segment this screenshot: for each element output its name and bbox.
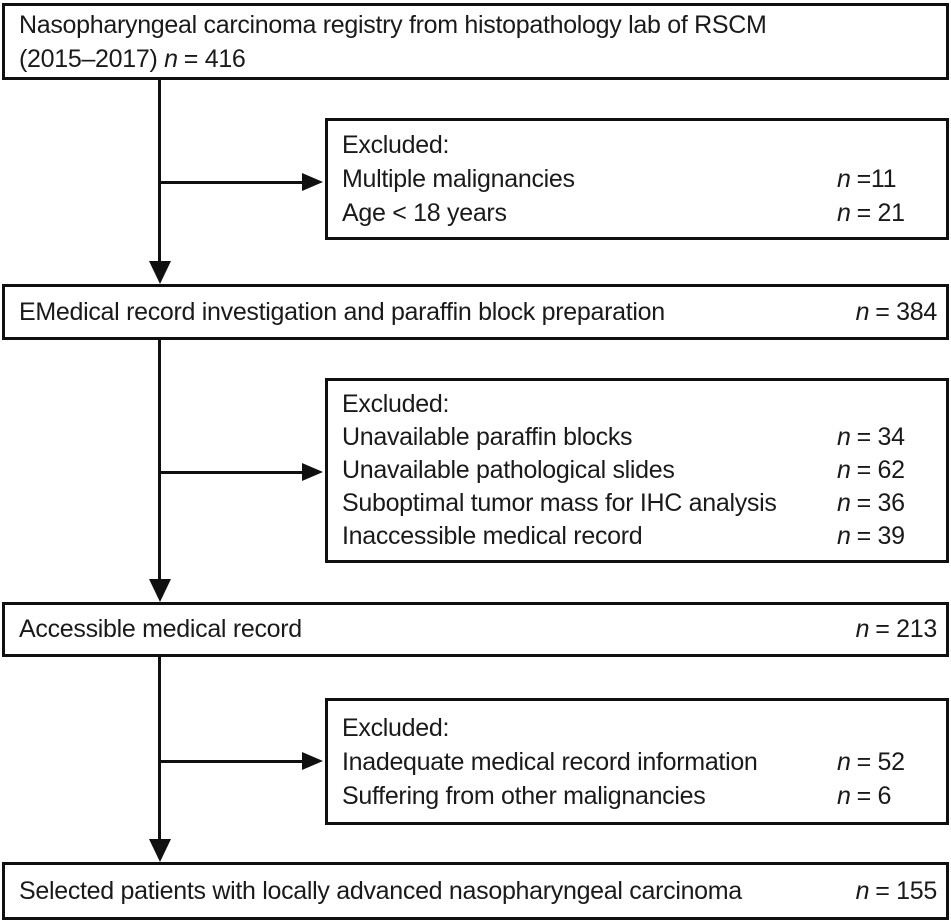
medical-record-n: n= 384 xyxy=(855,297,938,326)
flow-line-vertical-2 xyxy=(158,340,161,581)
flow-line-branch-3 xyxy=(158,760,302,763)
excluded-item-n: n=11 xyxy=(837,164,897,193)
box-registry: Nasopharyngeal carcinoma registry from h… xyxy=(2,3,949,80)
excluded-item-n: n= 36 xyxy=(837,489,905,517)
excluded-3-title: Excluded: xyxy=(342,713,450,742)
excluded-item-n: n= 39 xyxy=(837,522,905,550)
excluded-item-n: n= 6 xyxy=(837,781,892,810)
registry-line2: (2015–2017) n= 416 xyxy=(19,42,932,76)
registry-years: (2015–2017) xyxy=(19,44,158,73)
excluded-item: Unavailable paraffin blocks n= 34 xyxy=(342,421,932,454)
excluded-item: Inadequate medical record information n=… xyxy=(342,745,932,779)
box-selected-patients: Selected patients with locally advanced … xyxy=(2,862,949,920)
flow-line-vertical-1 xyxy=(158,80,161,263)
accessible-record-n: n= 213 xyxy=(855,615,938,643)
excluded-1-title: Excluded: xyxy=(342,130,450,159)
excluded-item: Suboptimal tumor mass for IHC analysis n… xyxy=(342,487,932,520)
flow-line-branch-1 xyxy=(158,181,302,184)
flow-line-vertical-3 xyxy=(158,657,161,841)
registry-line1: Nasopharyngeal carcinoma registry from h… xyxy=(19,10,767,39)
excluded-item-n: n= 21 xyxy=(837,198,905,227)
excluded-2-title: Excluded: xyxy=(342,390,450,418)
excluded-item-n: n= 52 xyxy=(837,747,905,776)
box-excluded-2: Excluded: Unavailable paraffin blocks n=… xyxy=(325,378,949,563)
arrowhead-down-1 xyxy=(149,261,171,284)
excluded-item-n: n= 62 xyxy=(837,456,905,484)
box-excluded-1: Excluded: Multiple malignancies n=11 Age… xyxy=(325,118,949,240)
arrowhead-down-2 xyxy=(149,579,171,602)
excluded-item: Unavailable pathological slides n= 62 xyxy=(342,454,932,487)
flow-line-branch-2 xyxy=(158,471,302,474)
arrowhead-right-2 xyxy=(302,463,323,481)
arrowhead-right-1 xyxy=(302,173,323,191)
box-excluded-3: Excluded: Inadequate medical record info… xyxy=(325,698,949,825)
selected-patients-n: n= 155 xyxy=(855,876,938,905)
arrowhead-down-3 xyxy=(149,839,171,862)
excluded-item: Suffering from other malignancies n= 6 xyxy=(342,779,932,813)
box-medical-record: EMedical record investigation and paraff… xyxy=(2,284,949,340)
arrowhead-right-3 xyxy=(302,752,323,770)
excluded-item-n: n= 34 xyxy=(837,423,905,451)
box-accessible-record: Accessible medical record n= 213 xyxy=(2,602,949,657)
excluded-item: Inaccessible medical record n= 39 xyxy=(342,520,932,553)
excluded-item: Age < 18 years n= 21 xyxy=(342,196,932,230)
registry-n: n= 416 xyxy=(164,44,246,73)
excluded-item: Multiple malignancies n=11 xyxy=(342,162,932,196)
